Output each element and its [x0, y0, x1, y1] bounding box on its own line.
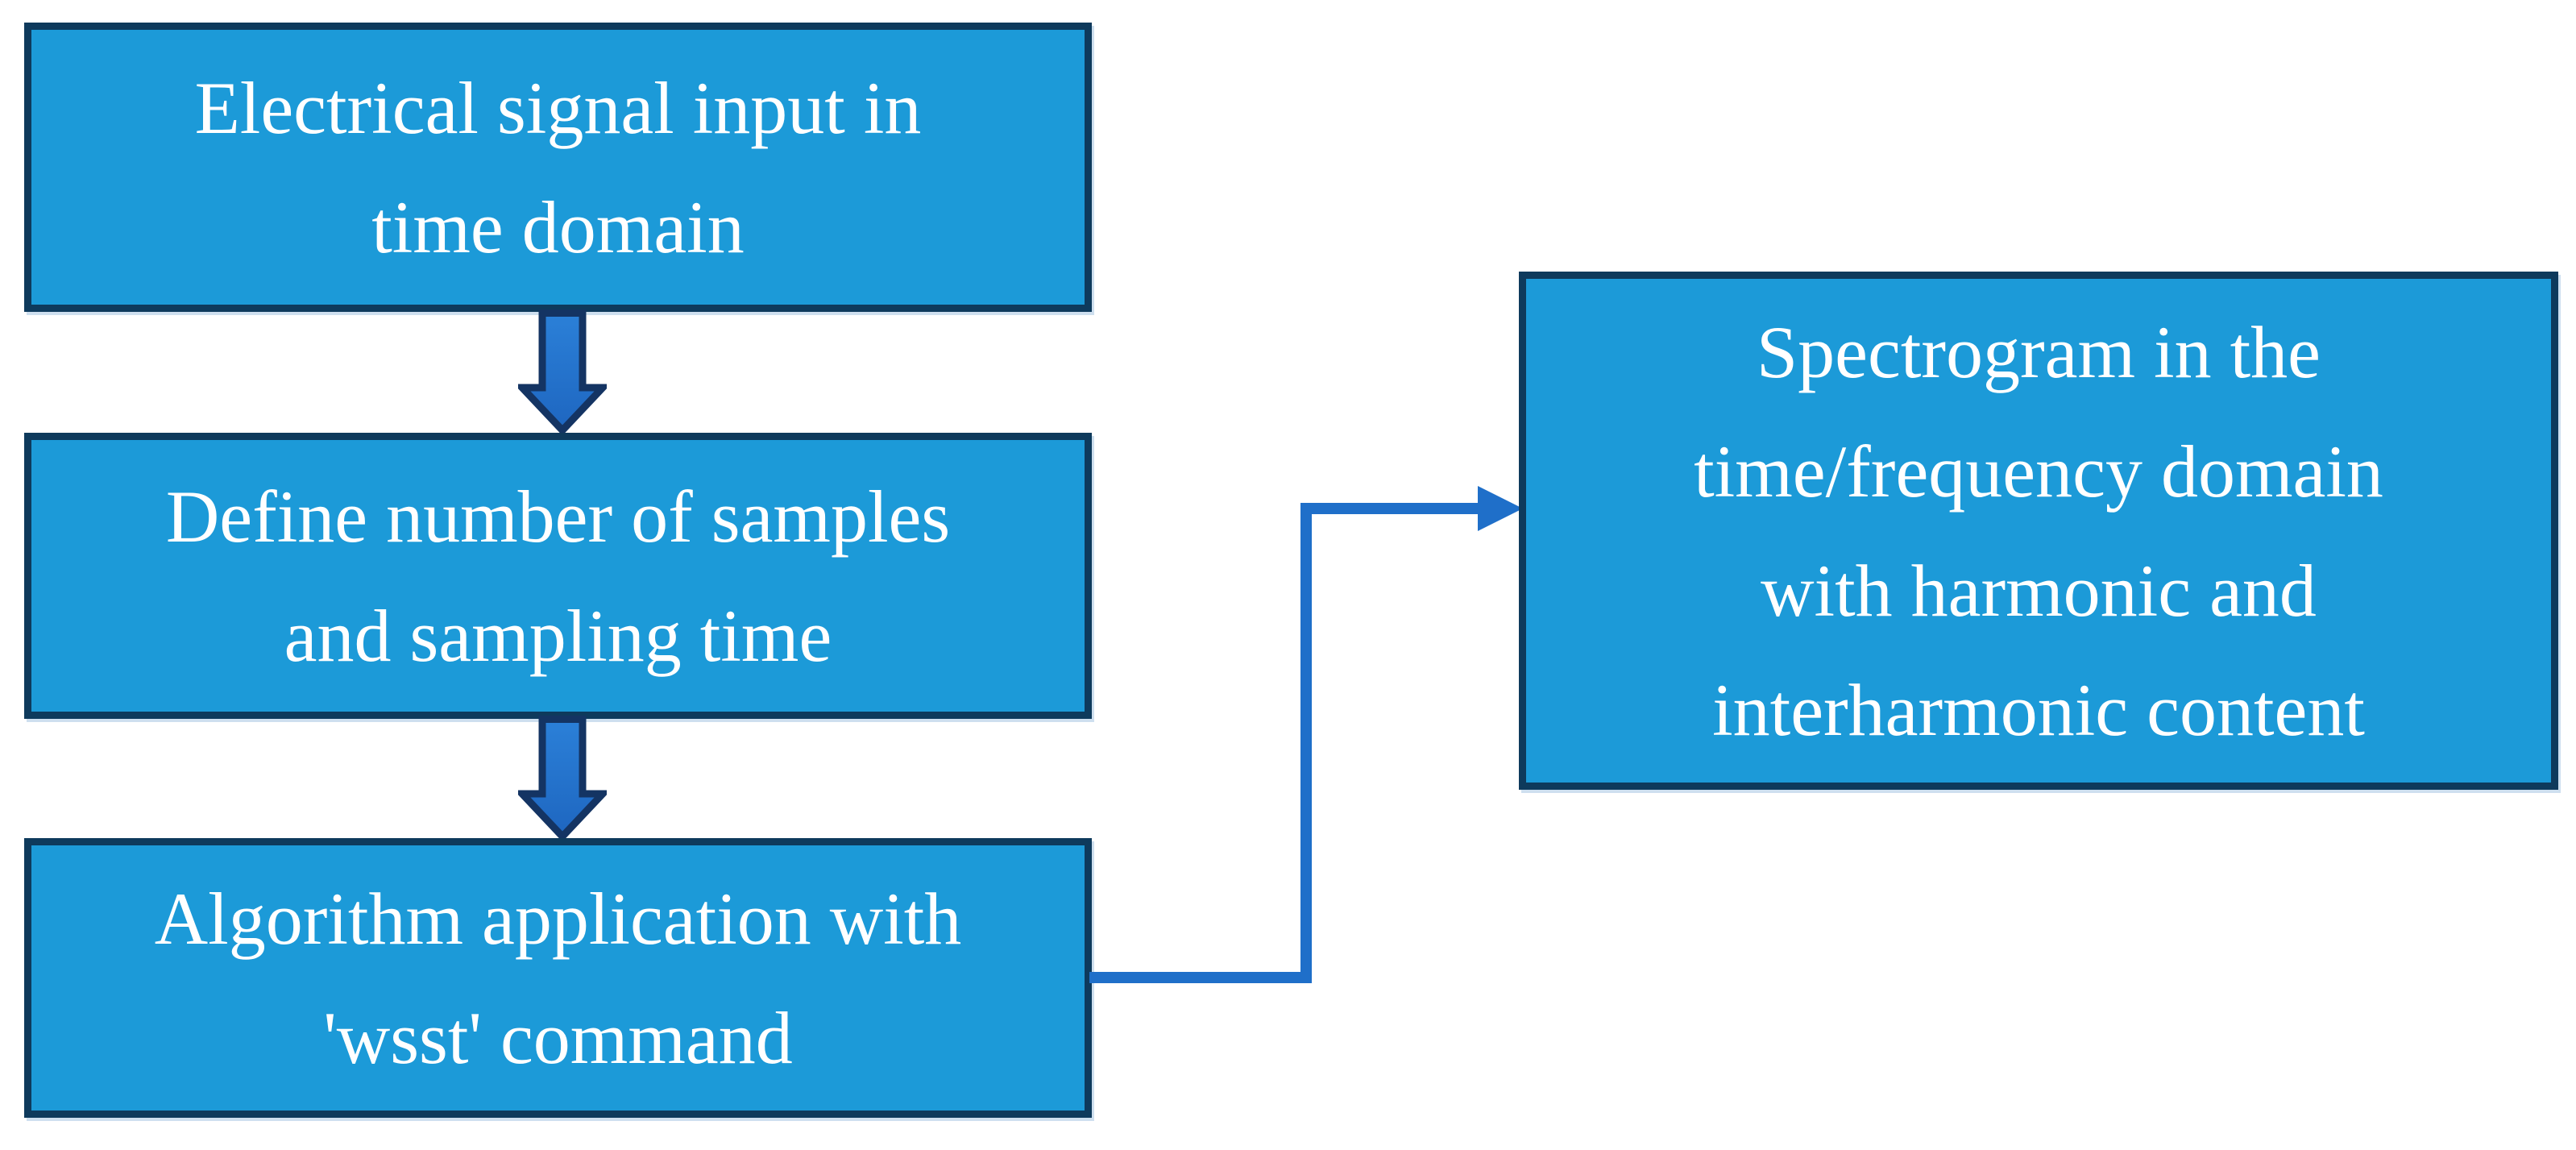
down-block-arrow-icon — [518, 309, 607, 434]
box-text-line: Spectrogram in the — [1756, 310, 2321, 393]
box-text-line: interharmonic content — [1712, 668, 2365, 751]
box-text-line: Define number of samples — [165, 475, 951, 558]
box-text-line: and sampling time — [284, 594, 832, 677]
box-text-line: Electrical signal input in — [194, 66, 922, 149]
flow-box-signal-input: Electrical signal input in time domain — [24, 23, 1092, 312]
box-text-line: Algorithm application with — [154, 877, 962, 960]
box-text-line: with harmonic and — [1761, 549, 2317, 632]
flow-box-spectrogram: Spectrogram in the time/frequency domain… — [1519, 272, 2558, 790]
box-text-line: time/frequency domain — [1694, 430, 2383, 513]
box-text-line: 'wsst' command — [323, 996, 793, 1079]
flow-box-define-samples: Define number of samples and sampling ti… — [24, 433, 1092, 719]
flow-box-algorithm: Algorithm application with 'wsst' comman… — [24, 838, 1092, 1118]
down-block-arrow-icon — [518, 716, 607, 841]
elbow-connector-arrow-icon — [1089, 486, 1523, 983]
box-text-line: time domain — [371, 185, 745, 268]
